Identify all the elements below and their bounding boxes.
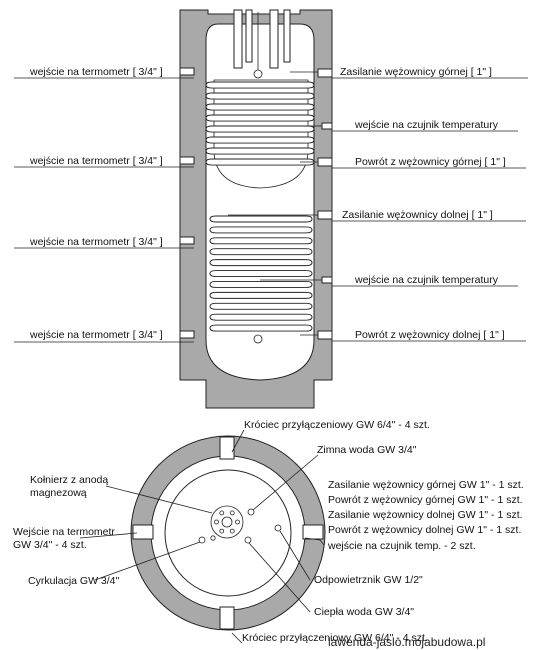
circulation-label: Cyrkulacja GW 3/4" — [28, 575, 120, 587]
upper-coil-turn — [205, 92, 315, 100]
top-pipes — [233, 9, 291, 69]
thermometer-label-line1: Wejście na termometr — [13, 526, 115, 538]
upper-coil-turn — [205, 136, 315, 144]
lower-coil-turn — [209, 291, 313, 299]
coil-connections — [228, 71, 322, 336]
right-port-1 — [317, 68, 333, 78]
upper-coil-turn — [205, 125, 315, 133]
air-vent-port — [274, 524, 282, 532]
circulation-port — [198, 536, 206, 544]
right-label-5: wejście na czujnik temperatury — [354, 274, 499, 286]
left-port-4 — [179, 330, 195, 339]
flange-bolts — [214, 510, 240, 534]
plan-connector-left — [132, 524, 154, 540]
lower-coil-turn — [209, 259, 313, 267]
thermometer-label-line2: GW 3/4" - 4 szt. — [13, 539, 87, 551]
flange-bolt — [235, 519, 240, 525]
right-label-2: wejście na czujnik temperatury — [354, 119, 499, 131]
flange-bolt — [219, 528, 225, 534]
left-port-3 — [179, 236, 195, 245]
lower-coil-turn — [209, 281, 313, 288]
top-connector-label: Króciec przyłączeniowy GW 6/4" - 4 szt. — [244, 419, 430, 431]
right-block-line-2: Powrót z wężownicy górnej GW 1" - 1 szt. — [328, 494, 523, 506]
right-port-4 — [317, 210, 333, 220]
lower-coil-turn — [209, 302, 313, 310]
right-port-5 — [321, 276, 333, 284]
left-label-2: wejście na termometr [ 3/4" ] — [29, 155, 163, 167]
lower-coil-turn — [209, 226, 313, 234]
right-port-3 — [317, 157, 333, 167]
upper-coil-turn — [205, 103, 315, 111]
right-block-line-5: wejście na czujnik temp. - 2 szt. — [327, 540, 476, 552]
right-block-line-3: Zasilanie wężownicy dolnej GW 1" - 1 szt… — [328, 509, 523, 521]
tank-body — [205, 23, 315, 381]
left-port-2 — [179, 156, 195, 165]
right-port-2 — [321, 122, 333, 130]
right-label-1: Zasilanie wężownicy górnej [ 1" ] — [340, 66, 492, 78]
right-label-6: Powrót z wężownicy dolnej [ 1" ] — [355, 329, 505, 341]
cold-water-label: Zimna woda GW 3/4" — [317, 444, 417, 456]
flange-bolt — [229, 528, 235, 534]
plan-view: Króciec przyłączeniowy GW 6/4" - 4 szt. … — [13, 419, 524, 649]
flange-bolt — [219, 510, 225, 516]
cold-water-port — [247, 508, 255, 516]
flange-bolt — [214, 519, 219, 525]
lower-coil-turn — [209, 215, 313, 223]
left-leaders — [14, 77, 194, 343]
upper-coil — [205, 81, 315, 166]
plan-connector-right — [302, 524, 324, 540]
lower-coil-turn — [209, 237, 313, 245]
lower-coil-turn — [209, 248, 313, 256]
plan-connector-top — [219, 436, 235, 460]
right-label-4: Zasilanie wężownicy dolnej [ 1" ] — [342, 209, 493, 221]
bottom-sensor-circle — [253, 334, 263, 344]
watermark: lawenda-jaslo.mojabudowa.pl — [328, 635, 485, 649]
flange-label-line2: magnezową — [30, 487, 87, 499]
right-label-3: Powrót z wężownicy górnej [ 1" ] — [355, 156, 506, 168]
flange-label-line1: Kołnierz z anodą — [30, 474, 108, 486]
top-sensor-circle — [253, 69, 263, 79]
left-ports — [179, 67, 195, 339]
left-port-1 — [179, 67, 195, 76]
lower-coil-turn — [209, 324, 313, 332]
bottom-connector-label: Króciec przyłączeniowy GW 6/4" - 4 szt. — [242, 632, 428, 644]
upper-coil-turn — [205, 81, 315, 89]
flange-circle — [210, 505, 244, 539]
lower-coil — [209, 215, 313, 332]
left-label-4: wejście na termometr [ 3/4" ] — [29, 329, 163, 341]
plan-connectors — [132, 436, 324, 630]
hot-water-label: Ciepła woda GW 3/4" — [314, 606, 414, 618]
plan-tank-inner — [164, 469, 292, 597]
plan-leaders — [79, 429, 325, 644]
air-vent-label: Odpowietrznik GW 1/2" — [314, 574, 423, 586]
right-port-6 — [317, 330, 333, 340]
right-leaders — [332, 77, 528, 342]
lower-coil-turn — [209, 270, 313, 277]
minor-port — [210, 535, 216, 541]
plan-connector-bottom — [219, 606, 235, 630]
upper-coil-turn — [205, 114, 315, 122]
upper-coil-turn — [205, 158, 315, 166]
lower-coil-turn — [209, 313, 313, 321]
left-label-3: wejście na termometr [ 3/4" ] — [29, 236, 163, 248]
side-view: wejście na termometr [ 3/4" ] wejście na… — [14, 9, 528, 409]
flange-bolt — [229, 510, 235, 516]
right-block-line-4: Powrót z wężownicy dolnej GW 1" - 1 szt. — [328, 524, 521, 536]
upper-coil-turn — [205, 147, 315, 155]
left-label-1: wejście na termometr [ 3/4" ] — [29, 66, 163, 78]
right-block-line-1: Zasilanie wężownicy górnej GW 1" - 1 szt… — [328, 479, 524, 491]
anode-circle — [221, 516, 233, 528]
hot-water-port — [244, 536, 252, 544]
